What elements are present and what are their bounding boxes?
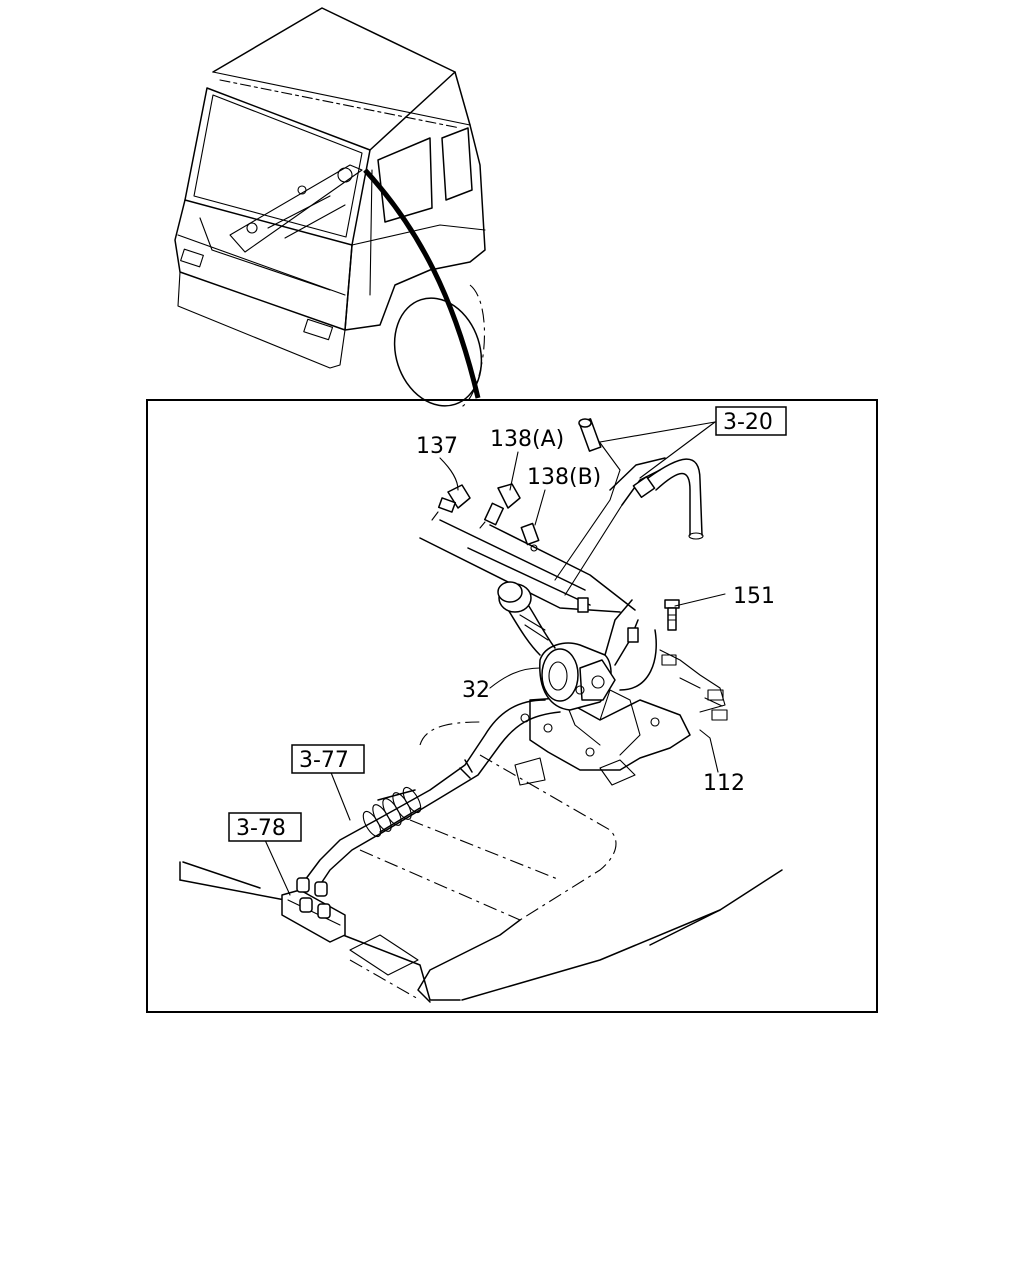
detail-assembly: [179, 418, 783, 1003]
label-32: 32: [462, 678, 490, 703]
label-112: 112: [703, 771, 745, 796]
leader-378: [264, 839, 291, 896]
leader-112: [699, 729, 719, 773]
ref-3-20-text: 3-20: [723, 410, 773, 435]
fitting-138b: [520, 522, 540, 552]
ref-3-20[interactable]: 3-20: [715, 406, 787, 436]
leader-138b: [534, 489, 546, 526]
corrugated-boot: [362, 786, 422, 838]
fitting-137: [431, 484, 471, 521]
lower-connector: [281, 877, 346, 943]
ref-3-77-text: 3-77: [299, 748, 349, 773]
leader-320-a: [599, 421, 716, 443]
leader-138a: [509, 451, 519, 491]
label-137: 137: [416, 434, 458, 459]
leader-151: [674, 593, 726, 607]
leader-137: [439, 457, 459, 491]
ref-3-77[interactable]: 3-77: [291, 744, 365, 774]
label-138a: 138(A): [490, 427, 564, 452]
bolt-151: [664, 599, 680, 631]
detail-frame: [146, 399, 878, 1013]
bolt-top: [578, 418, 602, 452]
label-151: 151: [733, 584, 775, 609]
truck-cab-overview: [174, 7, 486, 409]
leader-320-b: [639, 421, 716, 479]
ref-3-78-text: 3-78: [236, 816, 286, 841]
label-138b: 138(B): [527, 465, 601, 490]
leader-377: [329, 769, 351, 821]
fitting-138a: [479, 483, 521, 529]
leader-32: [489, 667, 541, 689]
ref-3-78[interactable]: 3-78: [228, 812, 302, 842]
